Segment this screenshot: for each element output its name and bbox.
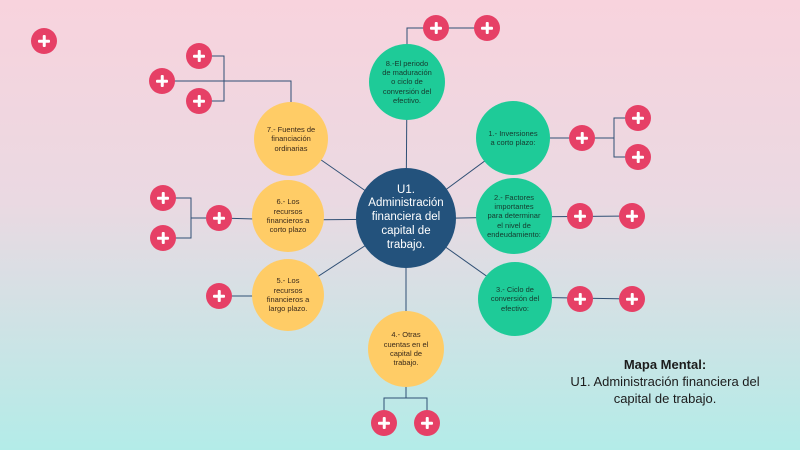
topic-4-node[interactable]: 4.- Otras cuentas en el capital de traba… [368,311,444,387]
topic-3-label: 3.- Ciclo de conversión del efectivo: [490,284,540,313]
topic-2-node[interactable]: 2.- Factores importantes para determinar… [476,178,552,254]
plus-icon[interactable] [423,15,449,41]
caption-title: Mapa Mental: [623,357,707,372]
topic-5-label: 5.- Los recursos financieros a largo pla… [266,276,310,314]
topic-8-node[interactable]: 8.-El periodo de maduración o ciclo de c… [369,44,445,120]
plus-icon[interactable] [206,205,232,231]
topic-5-node[interactable]: 5.- Los recursos financieros a largo pla… [252,259,324,331]
plus-icon[interactable] [206,283,232,309]
topic-1-node[interactable]: 1.- Inversiones a corto plazo: [476,101,550,175]
plus-icon[interactable] [567,203,593,229]
topic-3-node[interactable]: 3.- Ciclo de conversión del efectivo: [478,262,552,336]
topic-1-label: 1.- Inversiones a corto plazo: [488,128,538,147]
topic-6-label: 6.- Los recursos financieros a corto pla… [266,197,310,235]
topic-8-label: 8.-El periodo de maduración o ciclo de c… [382,58,432,106]
plus-icon[interactable] [569,125,595,151]
plus-icon[interactable] [619,286,645,312]
plus-icon[interactable] [625,105,651,131]
caption-subtitle: U1. Administración financiera del capita… [570,373,760,406]
plus-icon[interactable] [186,88,212,114]
plus-icon[interactable] [149,68,175,94]
plus-icon[interactable] [150,225,176,251]
topic-7-label: 7.- Fuentes de financiación ordinarias [266,124,316,153]
plus-icon[interactable] [474,15,500,41]
central-topic-node[interactable]: U1. Administración financiera del capita… [356,168,456,268]
plus-icon[interactable] [567,286,593,312]
plus-icon[interactable] [150,185,176,211]
topic-2-label: 2.- Factores importantes para determinar… [487,192,541,240]
plus-icon[interactable] [625,144,651,170]
topic-4-label: 4.- Otras cuentas en el capital de traba… [383,330,429,368]
map-caption: Mapa Mental: U1. Administración financie… [550,357,780,408]
plus-icon[interactable] [371,410,397,436]
plus-icon[interactable] [619,203,645,229]
central-topic-label: U1. Administración financiera del capita… [368,183,444,251]
plus-icon[interactable] [186,43,212,69]
topic-7-node[interactable]: 7.- Fuentes de financiación ordinarias [254,102,328,176]
plus-icon[interactable] [31,28,57,54]
topic-6-node[interactable]: 6.- Los recursos financieros a corto pla… [252,180,324,252]
plus-icon[interactable] [414,410,440,436]
